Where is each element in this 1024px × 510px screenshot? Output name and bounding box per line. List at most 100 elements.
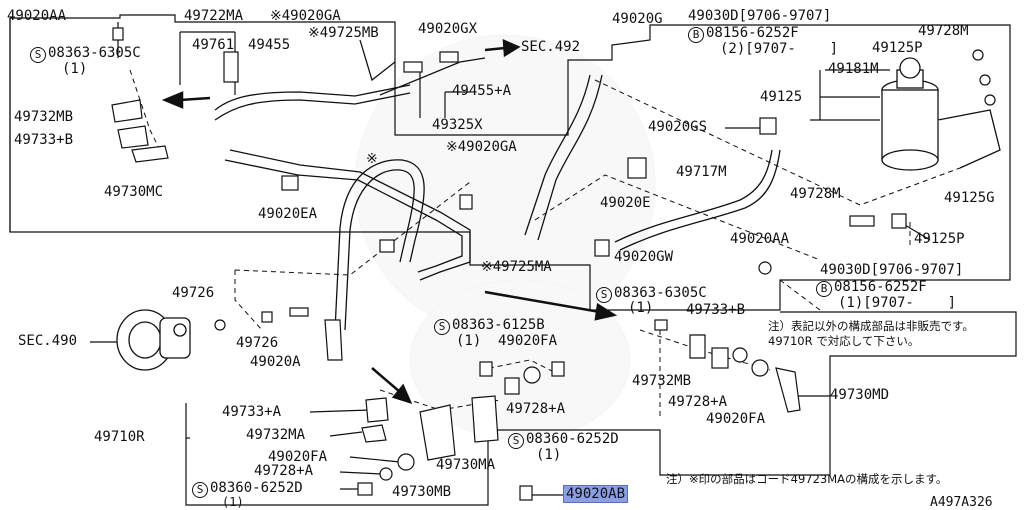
part-label-49020ga[interactable]: ※49020GA [270, 8, 341, 24]
watermark-emblem [354, 34, 656, 441]
part-label-49722ma[interactable]: 49722MA [184, 8, 244, 24]
leader-line [349, 456, 401, 463]
part-label-49733b-left[interactable]: 49733+B [14, 132, 74, 148]
part-label-49728m-top[interactable]: 49728M [918, 23, 969, 39]
part-label-49020a[interactable]: 49020A [250, 354, 301, 370]
return-pipe-long [224, 159, 463, 273]
pressure-pipe-upper [214, 84, 411, 111]
part-label-49020gx[interactable]: 49020GX [418, 21, 478, 37]
part-label-49020ga-mid[interactable]: ※49020GA [446, 139, 517, 155]
part-label-49020fa-top[interactable]: 49020FA [498, 333, 558, 349]
part-label-49125p-top[interactable]: 49125P [872, 40, 923, 56]
leader-line [339, 471, 383, 475]
part-label-49728a-right[interactable]: 49728+A [668, 394, 728, 410]
part-label-49125g[interactable]: 49125G [944, 190, 995, 206]
part-label-49181m[interactable]: 49181M [828, 61, 879, 77]
leader-line [309, 409, 371, 413]
reservoir-hose-49717m [614, 149, 773, 243]
part-label-49725ma[interactable]: ※49725MA [481, 259, 552, 275]
part-label-49732ma[interactable]: 49732MA [246, 427, 306, 443]
part-label-49733a[interactable]: 49733+A [222, 404, 282, 420]
qty-label: (1) [456, 333, 482, 349]
qty-label: (1) [62, 61, 88, 77]
part-label-49020aa-mid[interactable]: 49020AA [730, 231, 790, 247]
screw-symbol-icon: S [434, 319, 450, 335]
dashed-leader [234, 181, 471, 276]
part-label-49020aa[interactable]: 49020AA [7, 8, 67, 24]
section-ref-sec490[interactable]: SEC.490 [18, 333, 78, 349]
pressure-hose-loop [334, 159, 425, 331]
part-label-49761[interactable]: 49761 [192, 37, 235, 53]
qty-label: (1)[9707- ] [838, 295, 957, 311]
part-label-49730md[interactable]: 49730MD [830, 387, 890, 403]
screw-symbol-icon: S [508, 433, 524, 449]
qty-label: (2)[9707- ] [720, 41, 839, 57]
part-label-49733b-right[interactable]: 49733+B [686, 302, 746, 318]
part-label-49020gs[interactable]: 49020GS [648, 119, 708, 135]
screw-symbol-icon: S [192, 482, 208, 498]
part-label-49725mb[interactable]: ※49725MB [308, 25, 379, 41]
highlight-marker: 49020AB [562, 485, 629, 503]
pressure-hose-loop [344, 169, 415, 331]
part-label-49030d-top[interactable]: 49030D[9706-9707] [688, 8, 832, 24]
part-label-49455[interactable]: 49455 [248, 37, 291, 53]
small-fittings [111, 27, 996, 501]
return-hose-sec492 [537, 74, 603, 241]
part-label-49726-top[interactable]: 49726 [172, 285, 215, 301]
part-label-49455a[interactable]: 49455+A [452, 83, 512, 99]
part-label-49020ab-highlighted[interactable]: 49020AB [562, 485, 629, 503]
direction-arrows [161, 39, 618, 405]
return-pipe-long [229, 149, 471, 281]
section-ref-sec492[interactable]: SEC.492 [521, 39, 581, 55]
part-label-49728a-bottom[interactable]: 49728+A [254, 463, 314, 479]
note-non-sale-parts: 注）表記以外の構成部品は非販売です。 49710R で対応して下さい。 [768, 319, 974, 348]
part-label-49726-mid[interactable]: 49726 [236, 335, 279, 351]
dashed-leader [129, 69, 161, 151]
dashed-leader [534, 174, 821, 261]
part-label-49728m-mid[interactable]: 49728M [790, 186, 841, 202]
part-label-49717m[interactable]: 49717M [676, 164, 727, 180]
dashed-leader [234, 270, 263, 331]
part-label-49020fa-right[interactable]: 49020FA [706, 411, 766, 427]
part-label-49732mb-right[interactable]: 49732MB [632, 373, 692, 389]
hose-49725mb [359, 39, 396, 82]
assembly-boundary-main [9, 14, 1011, 311]
part-label-49728a-mid[interactable]: 49728+A [506, 401, 566, 417]
diagram-id: A497A326 [930, 495, 993, 510]
part-label-49730mc[interactable]: 49730MC [104, 184, 164, 200]
part-label-49710r[interactable]: 49710R [94, 429, 145, 445]
part-label-49125p-mid[interactable]: 49125P [914, 231, 965, 247]
part-label-49020gw[interactable]: 49020GW [614, 249, 674, 265]
leader-line [329, 431, 363, 437]
bolt-symbol-icon: B [816, 281, 832, 297]
part-label-49730ma[interactable]: 49730MA [436, 457, 496, 473]
screw-symbol-icon: S [596, 287, 612, 303]
part-label-49730mb[interactable]: 49730MB [392, 484, 452, 500]
part-label-49020g[interactable]: 49020G [612, 11, 663, 27]
part-label-49020e[interactable]: 49020E [600, 195, 651, 211]
part-label-49020fa-bottom[interactable]: 49020FA [268, 449, 328, 465]
asterisk-mark: ※ [366, 151, 378, 167]
qty-label: (1) [536, 447, 562, 463]
part-label-49020ea[interactable]: 49020EA [258, 206, 318, 222]
part-label-49325x[interactable]: 49325X [432, 117, 483, 133]
pressure-pipe-upper [214, 92, 411, 121]
part-label-49030d-mid[interactable]: 49030D[9706-9707] [820, 262, 964, 278]
kit-box-49710r [185, 311, 1017, 506]
screw-symbol-icon: S [30, 47, 46, 63]
part-label-49732mb-left[interactable]: 49732MB [14, 109, 74, 125]
part-label-49125[interactable]: 49125 [760, 89, 803, 105]
qty-label: (1) [628, 300, 654, 316]
reservoir-tank [881, 57, 1001, 171]
pipe-49325x [379, 57, 486, 96]
qty-label: (1) [222, 495, 244, 509]
